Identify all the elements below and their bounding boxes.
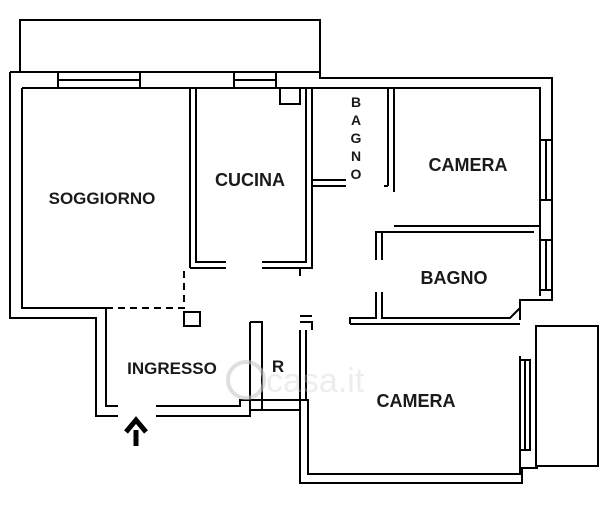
wall-ingresso — [249, 315, 313, 410]
wall-soggiorno-cucina — [189, 88, 313, 269]
top-wall — [10, 71, 553, 320]
room-label-soggiorno: SOGGIORNO — [49, 189, 156, 208]
up-arrow-icon — [124, 416, 148, 446]
window-top-2 — [233, 71, 277, 89]
room-label-ingresso: INGRESSO — [127, 359, 217, 378]
wall-bagno-right — [349, 292, 521, 325]
room-label-camera-top: CAMERA — [429, 155, 508, 175]
outer-wall — [9, 72, 538, 484]
column — [183, 311, 201, 327]
window-right-2 — [540, 239, 553, 291]
wall-camera-top — [375, 225, 540, 260]
wall-cucina-kitchen-right — [279, 88, 301, 276]
window-top-1 — [57, 71, 141, 89]
dashed-boundary — [106, 270, 185, 309]
window-bottom-right — [520, 359, 531, 451]
balcony-top — [19, 19, 321, 73]
window-right-1 — [540, 139, 553, 201]
room-label-camera-bottom: CAMERA — [377, 391, 456, 411]
room-label-cucina: CUCINA — [215, 170, 285, 190]
svg-text:G: G — [351, 130, 362, 146]
balcony-right — [535, 325, 599, 467]
room-label-bagno: BAGNO — [421, 268, 488, 288]
room-label-ripostiglio: R — [272, 357, 284, 376]
svg-text:A: A — [351, 112, 361, 128]
svg-text:N: N — [351, 148, 361, 164]
svg-text:B: B — [351, 94, 361, 110]
svg-text:O: O — [351, 166, 362, 182]
room-label-bagno-vertical: B A G N O — [351, 94, 362, 182]
svg-text:casa.it: casa.it — [266, 362, 365, 400]
watermark: casa.it — [226, 360, 365, 400]
wall-bagno-top — [312, 88, 395, 192]
